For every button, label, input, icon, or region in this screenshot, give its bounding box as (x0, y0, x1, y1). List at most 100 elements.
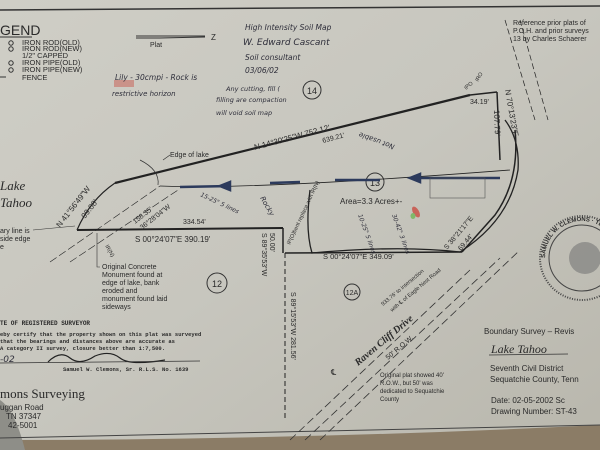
border-line-bottom (0, 424, 600, 439)
svg-text:eby certify that the property: eby certify that the property shown on t… (0, 331, 201, 338)
lake-label: Lake (0, 178, 26, 193)
svg-text:TE OF REGISTERED SURVEYOR: TE OF REGISTERED SURVEYOR (0, 320, 90, 327)
boundary-line-note: ary line is side edge e (0, 225, 76, 251)
legend-item: 1/2" CAPPED (22, 51, 69, 60)
lake-label-2: Tahoo (0, 195, 33, 210)
row-note: Original plat showed 40' R.O.W., but 50'… (380, 373, 445, 403)
svg-text:A category II survey, closure: A category II survey, closure better tha… (0, 345, 165, 352)
svg-text:Samuel W. Clemons, Sr. R.L.S.: Samuel W. Clemons, Sr. R.L.S. No. 1639 (63, 366, 188, 373)
arrow-icon (406, 172, 422, 184)
svg-text:Reference prior plats of: Reference prior plats of (513, 20, 586, 27)
reference-note: Reference prior plats of P.O.H. and prio… (513, 20, 589, 43)
handwritten-lily-note: Lily - 30cmpi - Rock is (115, 73, 197, 82)
svg-text:mons Surveying: mons Surveying (0, 386, 85, 401)
svg-text:Date: 02-05-2002 Sc: Date: 02-05-2002 Sc (491, 396, 565, 405)
lily-marker (412, 206, 420, 218)
svg-text:Original plat showed 40': Original plat showed 40' (380, 373, 444, 379)
iron-pipe-old-icon (8, 60, 14, 66)
svg-text:03/06/02: 03/06/02 (245, 66, 279, 75)
svg-text:ary line is: ary line is (0, 228, 30, 235)
bearing-lot13-south: S 00°24'07"E 349.09' (323, 252, 394, 261)
legend-item: FENCE (22, 73, 47, 82)
svg-text:R.O.W., but 50' was: R.O.W., but 50' was (380, 381, 433, 387)
pin-label: IR(N) (103, 244, 115, 259)
lot-13: 13 (365, 172, 385, 192)
company-block: mons Surveying uggan Road TN 37347 42-50… (0, 386, 85, 430)
svg-text:monument found laid: monument found laid (102, 296, 167, 303)
svg-text:Boundary Survey – Revis: Boundary Survey – Revis (484, 327, 574, 336)
centerline-icon: ℄ (330, 368, 337, 377)
svg-text:13: 13 (370, 178, 380, 188)
svg-text:that the bearings and distance: that the bearings and distances above ar… (0, 338, 175, 345)
svg-text:Edge of lake: Edge of lake (170, 152, 209, 159)
svg-text:12A: 12A (346, 290, 359, 297)
legend-item: IRON ROD(OLD) (22, 38, 80, 47)
svg-text:edge of lake, bank: edge of lake, bank (102, 280, 160, 287)
distance-top-short: 34.19' (470, 99, 489, 106)
north-arrow: Plat Z (136, 33, 216, 49)
distance-south-sub: 334.54' (183, 219, 206, 226)
title-block: Boundary Survey – Revis Lake Tahoo Seven… (484, 327, 579, 416)
bearing-vertical-short: S 89°35'53"W (260, 233, 268, 277)
svg-text:Sequatchie County, Tenn: Sequatchie County, Tenn (490, 375, 579, 384)
monument-note: Original Concrete Monument found at edge… (96, 233, 167, 311)
svg-text:P.O.H. and prior surveys: P.O.H. and prior surveys (513, 28, 589, 35)
svg-text:13 by Charles Schaerer: 13 by Charles Schaerer (513, 36, 587, 43)
legend-title: GEND (0, 22, 40, 38)
lily-highlight (114, 80, 134, 87)
distance-east-line: 107.79' (492, 110, 502, 137)
svg-text:Monument found at: Monument found at (102, 272, 162, 279)
svg-text:uggan Road: uggan Road (0, 403, 44, 412)
svg-text:side edge: side edge (0, 236, 30, 243)
svg-text:e: e (0, 244, 4, 251)
pin-label: IPO (463, 80, 475, 91)
raven-cliff-drive (289, 249, 521, 441)
distance-50: 50.00' (268, 233, 275, 252)
lot-14: 14 (302, 80, 322, 100)
bearing-vertical-long: S 89°15'53"W 281.56' (289, 292, 297, 360)
svg-text:Plat: Plat (150, 42, 162, 49)
svg-text:will void soil map: will void soil map (216, 109, 272, 117)
svg-text:TN 37347: TN 37347 (6, 412, 42, 421)
svg-text:14: 14 (307, 86, 317, 96)
border-line-top (0, 5, 600, 11)
svg-text:Drawing Number: ST-43: Drawing Number: ST-43 (491, 407, 577, 416)
bearing-south-line: S 00°24'07"E 390.19' (135, 235, 211, 244)
handwritten-cutting-note: Any cutting, fill ( filling are compacti… (216, 85, 287, 117)
handwritten-soil-map-note: High Intensity Soil Map W. Edward Cascan… (243, 23, 332, 75)
building-outline (429, 177, 486, 199)
iron-rod-new-icon (8, 46, 14, 52)
surveyor-certificate: TE OF REGISTERED SURVEYOR eby certify th… (0, 320, 201, 373)
legend-item: IRON ROD(NEW) (22, 44, 82, 53)
svg-text:sideways: sideways (102, 304, 131, 311)
legend-item: IRON PIPE(NEW) (22, 65, 83, 74)
iron-pipe-new-icon (8, 67, 14, 73)
boundary-lines (49, 19, 549, 420)
lily-marker-green (410, 213, 416, 219)
svg-text:Lake Tahoo: Lake Tahoo (490, 342, 547, 356)
handwritten-lily-note-2: restrictive horizon (112, 90, 176, 98)
svg-text:42-5001: 42-5001 (8, 421, 38, 430)
iron-rod-old-icon (8, 40, 14, 46)
arrow-icon (216, 180, 232, 192)
svg-text:Any cutting, fill (: Any cutting, fill ( (225, 85, 280, 93)
svg-text:-02: -02 (0, 355, 15, 365)
svg-text:Soil consultant: Soil consultant (245, 53, 301, 62)
svg-text:W. Edward Cascant: W. Edward Cascant (243, 38, 330, 48)
svg-text:County: County (380, 397, 399, 403)
svg-text:High Intensity Soil Map: High Intensity Soil Map (245, 23, 332, 32)
blue-ink-arrow-line (179, 172, 500, 192)
edge-of-lake-callout: Edge of lake (139, 152, 209, 186)
svg-text:Seventh Civil District: Seventh Civil District (490, 364, 564, 373)
paper-sheet (0, 0, 600, 440)
pin-label: IRO (475, 71, 485, 83)
svg-text:dedicated to Sequatchie: dedicated to Sequatchie (380, 389, 445, 395)
legend-item: IRON PIPE(OLD) (22, 58, 81, 67)
svg-text:Original Concrete: Original Concrete (102, 264, 157, 271)
svg-text:Z: Z (211, 33, 216, 42)
area-label: Area=3.3 Acres+- (340, 197, 403, 206)
svg-text:12: 12 (212, 279, 222, 289)
lot-12: 12 (206, 272, 228, 294)
svg-text:filling are compaction: filling are compaction (216, 96, 287, 104)
